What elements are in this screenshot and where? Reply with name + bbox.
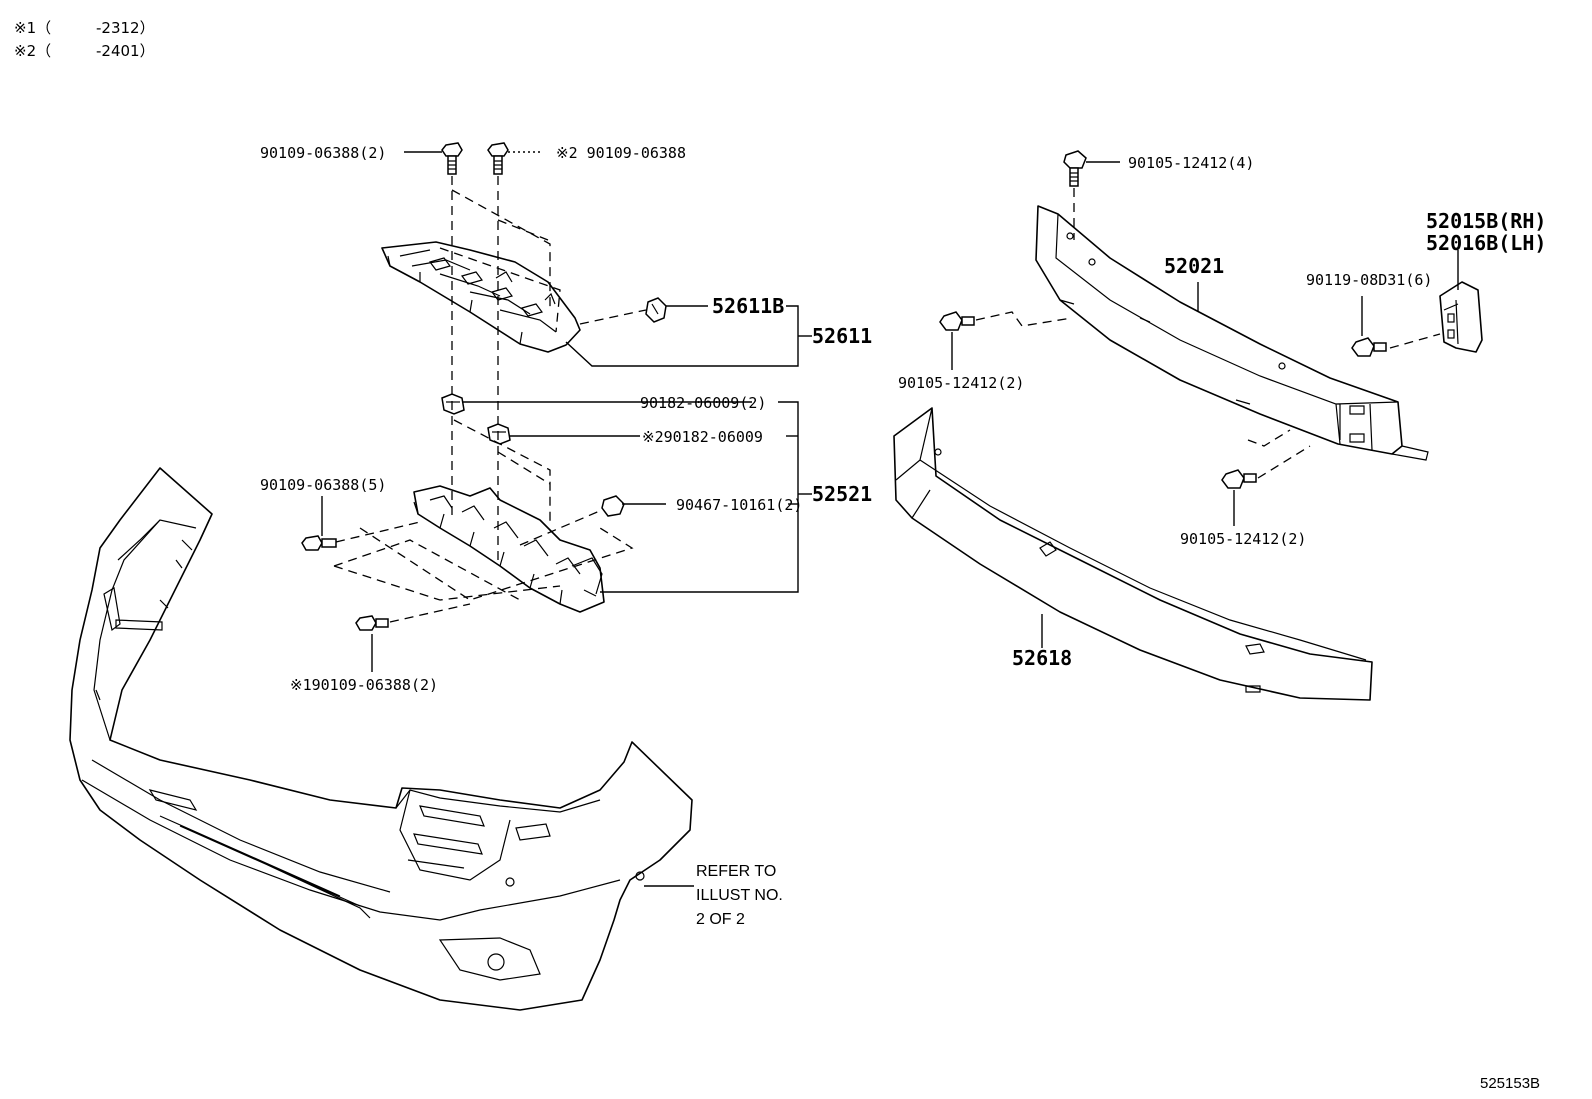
label-part-52611b: 52611B: [712, 294, 784, 318]
label-part-52016b: 52016B(LH): [1426, 231, 1546, 255]
label-bolt-reinf-left: 90105-12412(2): [898, 374, 1024, 392]
header-notes: ※1（ -2312） ※2（ -2401）: [14, 19, 155, 60]
bolt-icon: [1063, 150, 1087, 187]
nut-icon: [487, 423, 511, 445]
label-bolt-reinf-top: 90105-12412(4): [1128, 154, 1254, 172]
bolt-icon: [939, 311, 975, 331]
side-bracket-52015b: [1439, 281, 1483, 353]
bolt-icon: [1351, 337, 1387, 357]
assembly-lines-right: [975, 188, 1441, 479]
clip-icon: [601, 495, 625, 517]
leader-lines: [321, 151, 1459, 887]
bolt-icon: [1221, 469, 1257, 489]
label-nut-90182: 90182-06009(2): [640, 394, 766, 412]
bolt-icon: [355, 615, 389, 631]
refer-note: REFER TO ILLUST NO. 2 OF 2: [696, 863, 783, 928]
bumper-cover: [69, 467, 693, 1011]
upper-bracket-52611: [381, 241, 581, 353]
refer-line-2: ILLUST NO.: [696, 887, 783, 904]
label-bolt-90119: 90119-08D31(6): [1306, 271, 1432, 289]
lower-bracket-52521: [413, 485, 605, 613]
label-bolt-top-left: 90109-06388(2): [260, 144, 386, 162]
bolt-icon: [441, 142, 463, 175]
label-bolt-reinf-bottom: 90105-12412(2): [1180, 530, 1306, 548]
illustration-code: 525153B: [1480, 1075, 1540, 1092]
fasteners-right: [939, 150, 1387, 489]
refer-line-1: REFER TO: [696, 863, 776, 880]
bolt-icon: [301, 535, 337, 551]
nut-icon: [441, 393, 465, 415]
assembly-lines-left: [333, 176, 647, 623]
bolt-icon: [487, 142, 509, 175]
reinforcement-52021: [1035, 205, 1429, 461]
label-part-52611: 52611: [812, 324, 872, 348]
label-bolt-bottom-note: ※190109-06388(2): [290, 676, 438, 694]
label-part-52618: 52618: [1012, 646, 1072, 670]
label-bolt-left-5: 90109-06388(5): [260, 476, 386, 494]
note-1-code: -2312）: [96, 19, 155, 37]
label-part-52021: 52021: [1164, 254, 1224, 278]
note-2-mark: ※2（: [14, 42, 51, 60]
fasteners-left: [301, 142, 667, 631]
refer-line-3: 2 OF 2: [696, 911, 745, 928]
note-1-mark: ※1（: [14, 19, 51, 37]
clip-icon: [645, 297, 667, 323]
label-bolt-top-mid: ※2 90109-06388: [556, 144, 686, 162]
label-clip-90467: 90467-10161(2): [676, 496, 802, 514]
callout-labels: 90109-06388(2) ※2 90109-06388 52611B 526…: [260, 144, 1546, 694]
label-part-52015b: 52015B(RH): [1426, 209, 1546, 233]
label-nut-90182-note: ※290182-06009: [642, 428, 763, 446]
absorber-52618: [893, 407, 1373, 701]
label-part-52521: 52521: [812, 482, 872, 506]
note-2-code: -2401）: [96, 42, 155, 60]
